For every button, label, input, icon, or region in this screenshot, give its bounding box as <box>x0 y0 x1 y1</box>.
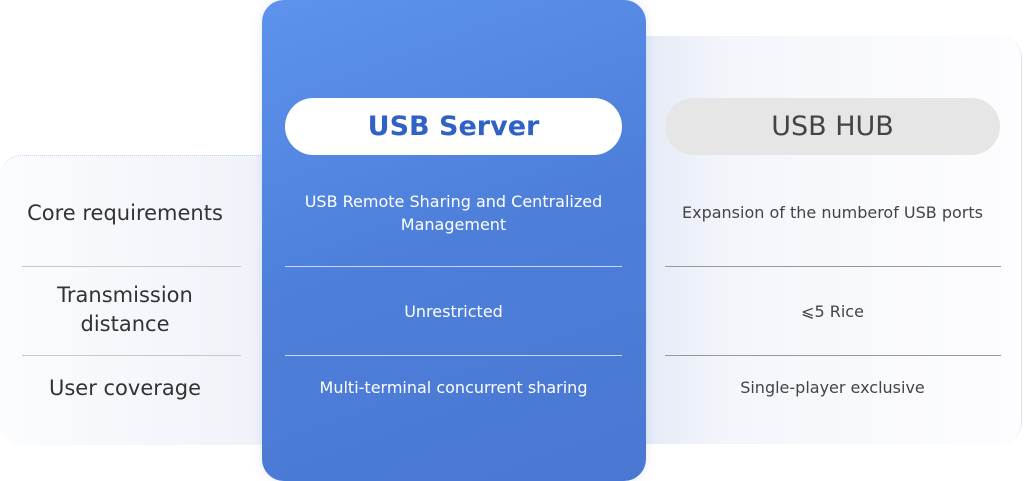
usb-hub-header: USB HUB <box>665 98 1000 155</box>
row-label-distance: Transmission distance <box>57 283 193 336</box>
row-label-core: Core requirements <box>27 200 223 225</box>
server-distance: Unrestricted <box>404 301 503 321</box>
divider <box>285 355 622 356</box>
hub-core: Expansion of the numberof USB ports <box>682 202 983 222</box>
labels-panel <box>0 155 300 445</box>
divider <box>22 355 241 356</box>
divider <box>665 355 1001 356</box>
divider <box>22 266 241 267</box>
usb-server-card <box>262 0 646 481</box>
divider <box>665 266 1001 267</box>
hub-distance: ⩽5 Rice <box>801 301 864 321</box>
usb-server-header: USB Server <box>285 98 622 155</box>
server-core: USB Remote Sharing and Centralized Manag… <box>304 192 603 234</box>
hub-coverage: Single-player exclusive <box>740 377 925 397</box>
row-label-coverage: User coverage <box>48 375 202 400</box>
divider <box>285 266 622 267</box>
server-coverage: Multi-terminal concurrent sharing <box>319 377 588 397</box>
